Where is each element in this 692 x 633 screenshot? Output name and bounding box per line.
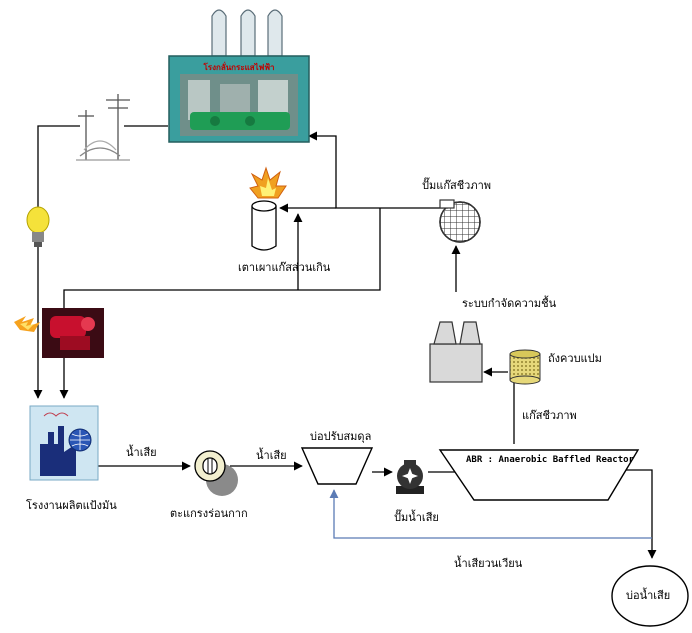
biogas-label: แก๊สชีวภาพ — [522, 410, 577, 421]
recirculation-label: น้ำเสียวนเวียน — [454, 558, 522, 569]
factory-label: โรงงานผลิตแป้งมัน — [26, 500, 117, 511]
transmission-tower-icon — [76, 94, 130, 160]
pond-label: บ่อน้ำเสีย — [626, 590, 670, 601]
screen-icon — [195, 451, 238, 496]
power-plant-title: โรงกลั่นกระแสไฟฟ้า — [172, 61, 306, 74]
scrubber-tank-icon — [510, 350, 540, 384]
biogas-blower-icon — [440, 200, 480, 242]
screen-label: ตะแกรงร่อนกาก — [170, 508, 248, 519]
light-bulb-icon — [27, 207, 49, 247]
equalization-tank — [302, 448, 372, 484]
equalization-label: บ่อปรับสมดุล — [310, 431, 371, 442]
line-burner-feed — [64, 208, 380, 318]
scrubber-label: ถังควบแปม — [548, 353, 602, 364]
flare-tank-icon — [252, 206, 276, 250]
wastewater-label-1: น้ำเสีย — [126, 447, 157, 458]
factory-icon — [30, 406, 98, 480]
moisture-removal-unit — [430, 322, 482, 382]
line-blower-to-plant — [309, 136, 448, 208]
biogas-blower-label: ปั๊มแก๊สชีวภาพ — [422, 180, 491, 191]
power-plant — [169, 10, 309, 142]
burner-icon — [14, 308, 104, 358]
moisture-removal-label: ระบบกำจัดความชื้น — [462, 298, 556, 309]
pump-label: ปั๊มน้ำเสีย — [394, 512, 439, 523]
flare — [250, 168, 286, 250]
stack-icons — [212, 10, 282, 56]
flare-label: เตาเผาแก๊สส่วนเกิน — [238, 262, 330, 273]
wastewater-pump-icon — [396, 460, 424, 494]
abr-label: ABR : Anaerobic Baffled Reactor — [466, 455, 634, 465]
wastewater-label-2: น้ำเสีย — [256, 450, 287, 461]
